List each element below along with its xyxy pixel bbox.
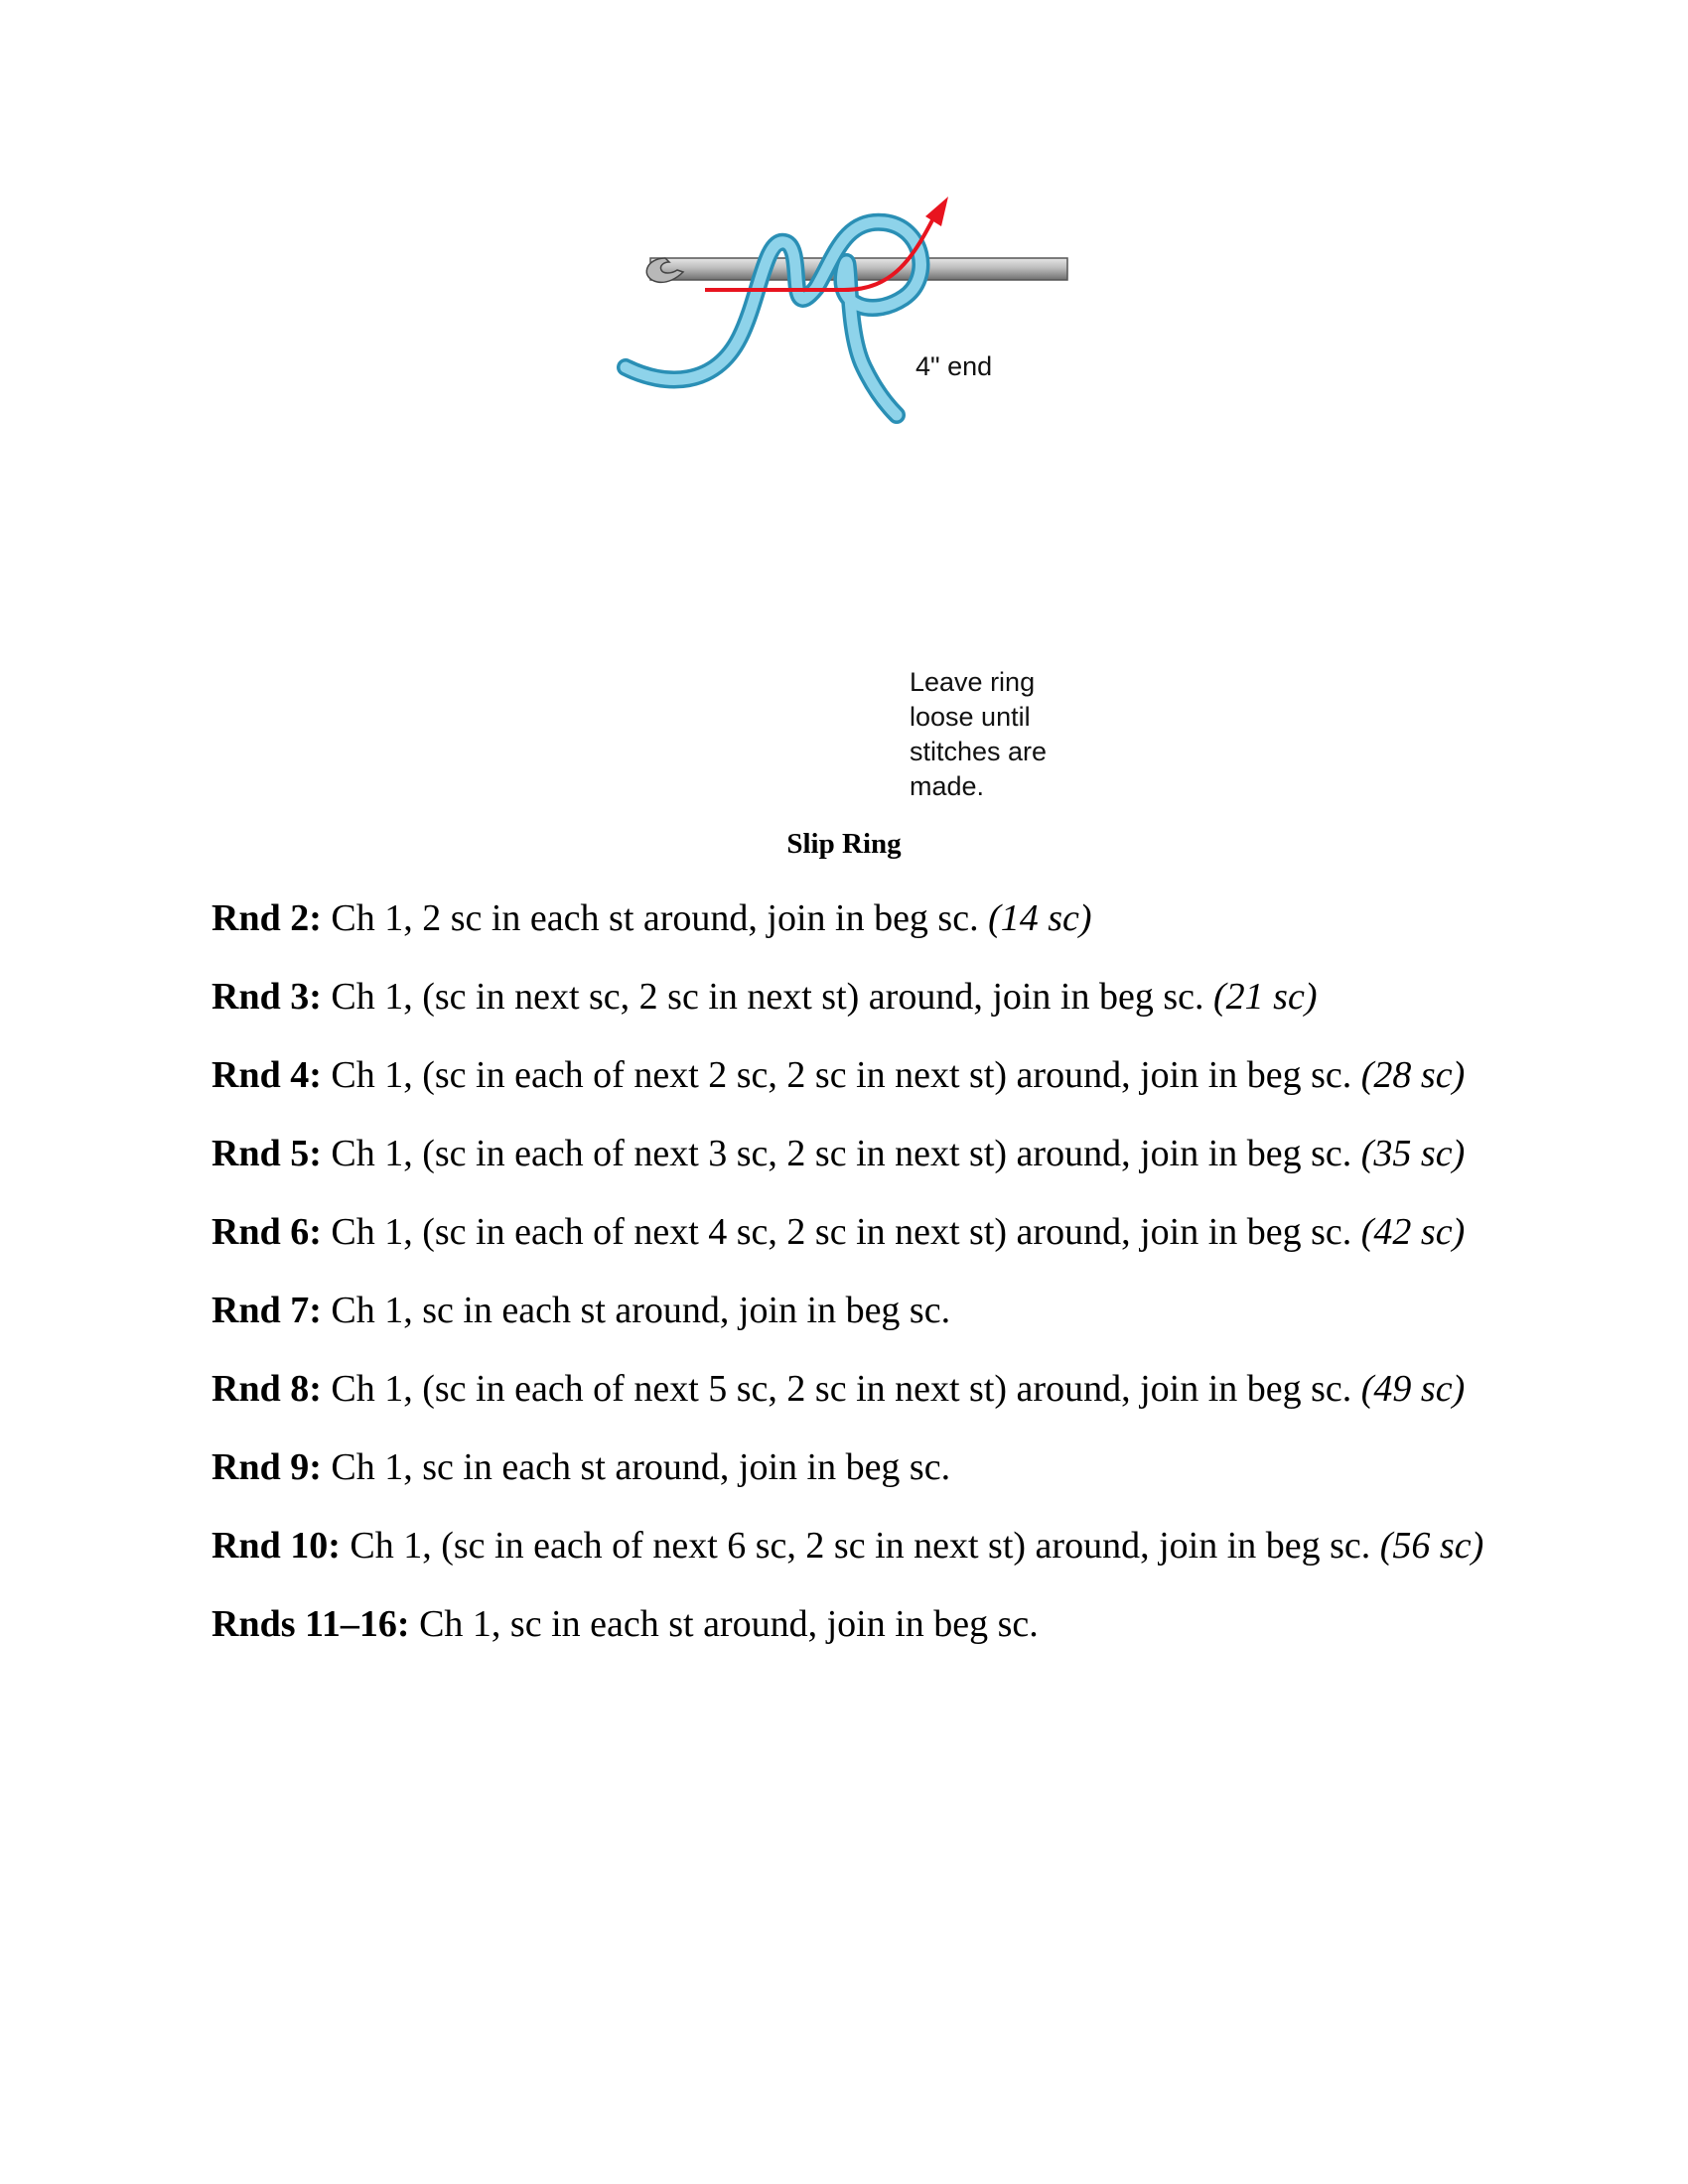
figure-caption: Slip Ring [786, 828, 902, 860]
round-10: Rnd 10: Ch 1, (sc in each of next 6 sc, … [211, 1521, 1502, 1570]
round-text: Ch 1, (sc in each of next 2 sc, 2 sc in … [321, 1054, 1361, 1096]
ring-note-line-1: Leave ring [910, 667, 1036, 697]
stitch-count: (49 sc) [1360, 1368, 1466, 1410]
round-text: Ch 1, (sc in next sc, 2 sc in next st) a… [321, 976, 1214, 1018]
round-text: Ch 1, sc in each st around, join in beg … [321, 1446, 951, 1488]
stitch-count: (35 sc) [1360, 1133, 1466, 1174]
pattern-instructions: Rnd 2: Ch 1, 2 sc in each st around, joi… [211, 893, 1502, 1678]
stitch-count: (28 sc) [1360, 1054, 1466, 1096]
round-text: Ch 1, (sc in each of next 4 sc, 2 sc in … [321, 1211, 1361, 1253]
ring-note-line-2: loose until [910, 702, 1031, 732]
round-text: Ch 1, sc in each st around, join in beg … [409, 1603, 1039, 1645]
round-7: Rnd 7: Ch 1, sc in each st around, join … [211, 1286, 1502, 1335]
round-label: Rnd 4: [211, 1054, 322, 1096]
slip-ring-diagram [617, 197, 1068, 424]
yarn-icon [617, 212, 930, 424]
stitch-count: (42 sc) [1360, 1211, 1466, 1253]
round-label: Rnd 6: [211, 1211, 322, 1253]
stitch-count: (56 sc) [1379, 1525, 1484, 1567]
round-3: Rnd 3: Ch 1, (sc in next sc, 2 sc in nex… [211, 972, 1502, 1022]
stitch-count: (21 sc) [1213, 976, 1318, 1018]
direction-arrow-icon [705, 197, 948, 292]
round-label: Rnd 7: [211, 1290, 322, 1331]
round-label: Rnd 3: [211, 976, 322, 1018]
round-text: Ch 1, (sc in each of next 3 sc, 2 sc in … [321, 1133, 1361, 1174]
slip-ring-illustration: 4" end Leave ring loose until stitches a… [596, 179, 1112, 814]
round-label: Rnd 9: [211, 1446, 322, 1488]
round-text: Ch 1, (sc in each of next 6 sc, 2 sc in … [340, 1525, 1380, 1567]
round-9: Rnd 9: Ch 1, sc in each st around, join … [211, 1442, 1502, 1492]
step-1-drawing [617, 197, 1068, 424]
round-5: Rnd 5: Ch 1, (sc in each of next 3 sc, 2… [211, 1129, 1502, 1178]
round-text: Ch 1, 2 sc in each st around, join in be… [321, 897, 989, 939]
round-8: Rnd 8: Ch 1, (sc in each of next 5 sc, 2… [211, 1364, 1502, 1414]
rounds-11-16: Rnds 11–16: Ch 1, sc in each st around, … [211, 1599, 1502, 1649]
round-label: Rnd 10: [211, 1525, 341, 1567]
round-text: Ch 1, sc in each st around, join in beg … [321, 1290, 951, 1331]
round-label: Rnd 8: [211, 1368, 322, 1410]
round-6: Rnd 6: Ch 1, (sc in each of next 4 sc, 2… [211, 1207, 1502, 1257]
round-4: Rnd 4: Ch 1, (sc in each of next 2 sc, 2… [211, 1050, 1502, 1100]
round-label: Rnds 11–16: [211, 1603, 410, 1645]
round-label: Rnd 2: [211, 897, 322, 939]
stitch-count: (14 sc) [988, 897, 1092, 939]
round-text: Ch 1, (sc in each of next 5 sc, 2 sc in … [321, 1368, 1361, 1410]
round-label: Rnd 5: [211, 1133, 322, 1174]
end-length-label: 4" end [915, 351, 993, 381]
ring-note-line-4: made. [910, 771, 985, 801]
ring-note-line-3: stitches are [910, 737, 1048, 766]
round-2: Rnd 2: Ch 1, 2 sc in each st around, joi… [211, 893, 1502, 943]
